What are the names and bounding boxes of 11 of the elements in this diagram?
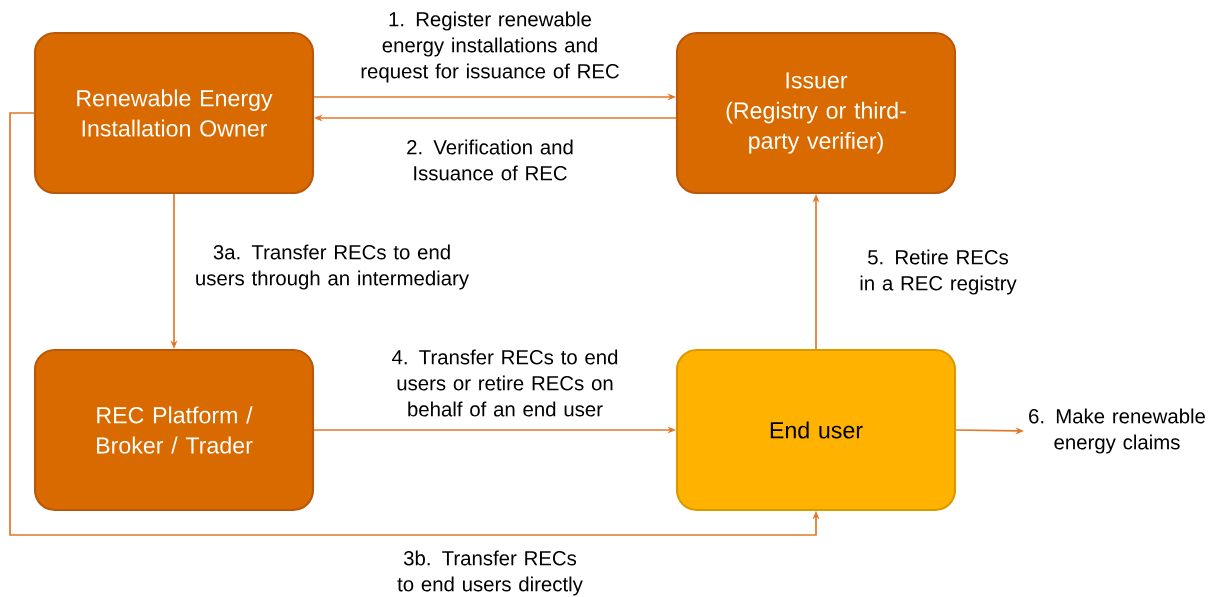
- edge-label: 1. Register renewable energy installations and request for issuance of REC: [361, 11, 619, 83]
- edge-label: 4. Transfer RECs to end users or retire RECs on behalf of an end user: [392, 349, 618, 417]
- process-box: Issuer (Registry or third-party verifier): [675, 31, 957, 195]
- user-box: End user: [675, 348, 957, 512]
- edge-label: 2. Verification and Issuance of REC: [407, 139, 573, 181]
- edge-label: 5. Retire RECs in a REC registry: [860, 249, 1017, 295]
- edge-label: 3b. Transfer RECs to end users directly: [397, 550, 583, 596]
- edge-label: 3a. Transfer RECs to end users through an intermediary: [196, 244, 469, 290]
- process-box: REC Platform / Broker / Trader: [33, 348, 315, 512]
- outcome-text: 6. Make renewable energy claims: [1029, 408, 1205, 454]
- process-box: Renewable Energy Installation Owner: [33, 31, 315, 195]
